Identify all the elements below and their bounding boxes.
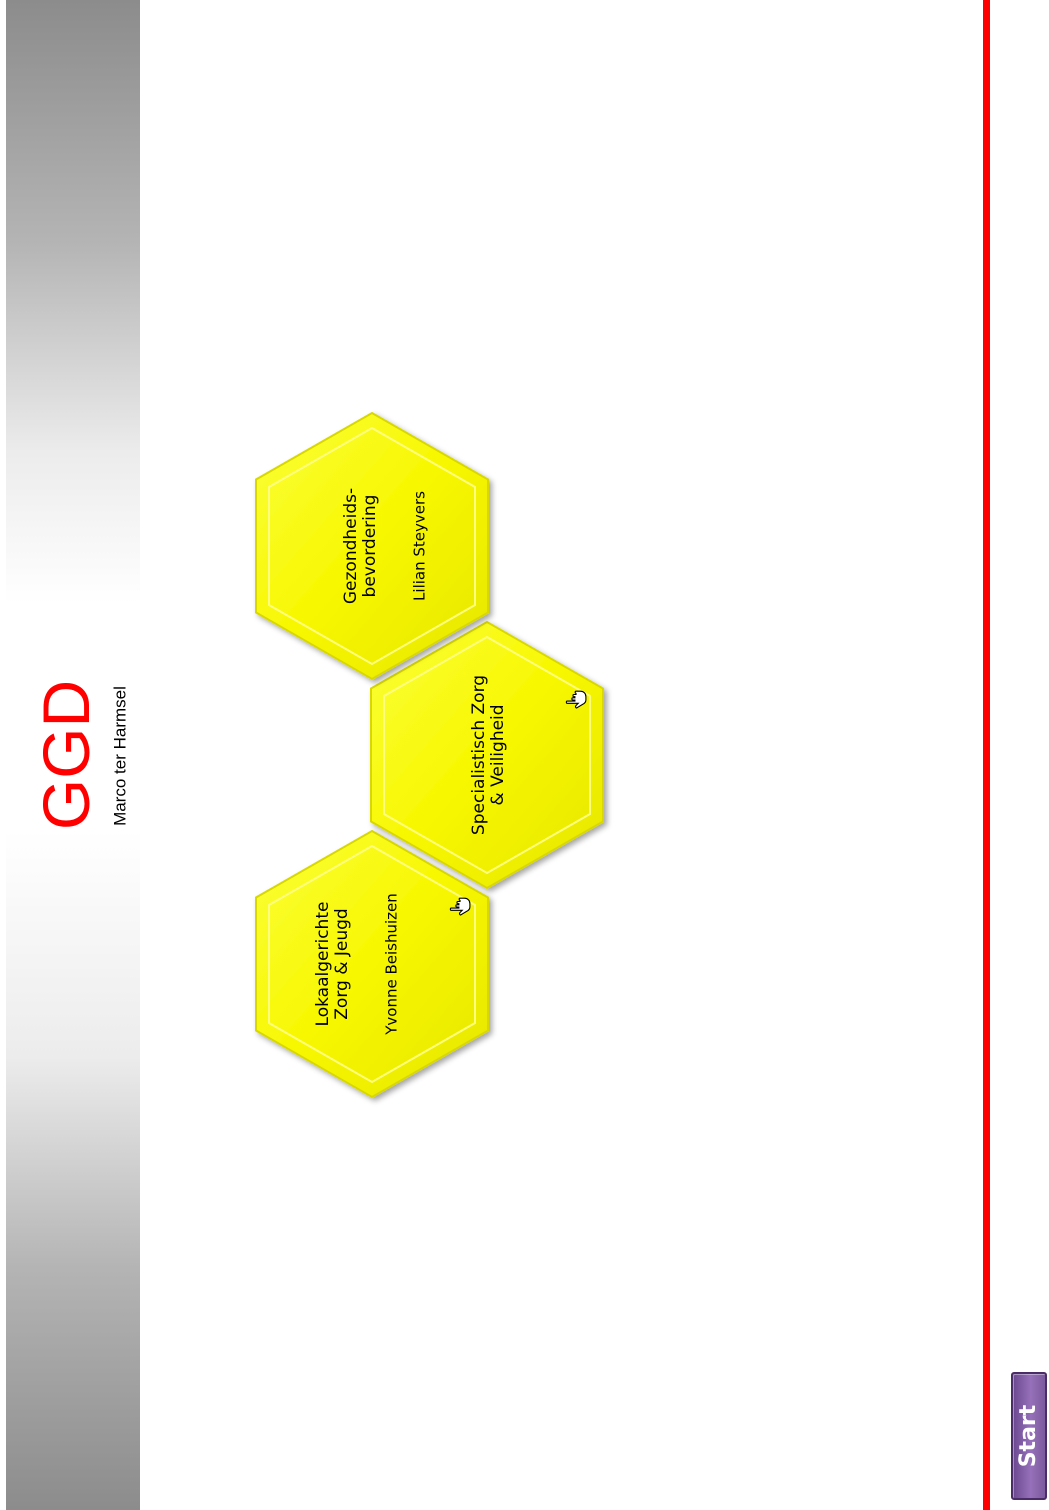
hexagon-title-line: bevordering: [360, 494, 380, 598]
hex-lokaalgerichte-zorg-jeugd[interactable]: [255, 829, 489, 1099]
hexagon-title-line: Lokaalgerichte: [313, 901, 333, 1027]
hexagon-bevel: [268, 426, 476, 666]
start-button-label: Start: [1016, 1404, 1041, 1468]
hexagon-bevel: [268, 844, 476, 1084]
hexagon-title-line: Gezondheids-: [341, 487, 361, 605]
hexagon-title-line: & Veiligheid: [488, 704, 508, 806]
hexagon-title-line: Specialistisch Zorg: [469, 674, 489, 836]
hexagon-person-name: Yvonne Beishuizen: [382, 893, 401, 1035]
hexagon-shape: [255, 829, 489, 1099]
hex-gezondheidsbevordering: [255, 411, 489, 681]
hexagon-shape: [370, 620, 604, 890]
red-divider-line: [983, 0, 990, 1510]
hexagon-bevel: [383, 635, 591, 875]
hexagon-title-line: Zorg & Jeugd: [332, 908, 352, 1020]
hand-pointer-icon[interactable]: [565, 689, 587, 711]
start-button[interactable]: Start: [1011, 1372, 1047, 1500]
hex-specialistisch-zorg-veiligheid[interactable]: [370, 620, 604, 890]
hexagon-title: Gezondheids-bevordering: [341, 487, 380, 605]
hand-pointer-icon[interactable]: [449, 896, 471, 918]
hexagon-title: Specialistisch Zorg& Veiligheid: [469, 674, 508, 836]
header-band: [6, 0, 140, 1510]
hexagon-shape: [255, 411, 489, 681]
hexagon-person-name: Lilian Steyvers: [410, 491, 429, 601]
